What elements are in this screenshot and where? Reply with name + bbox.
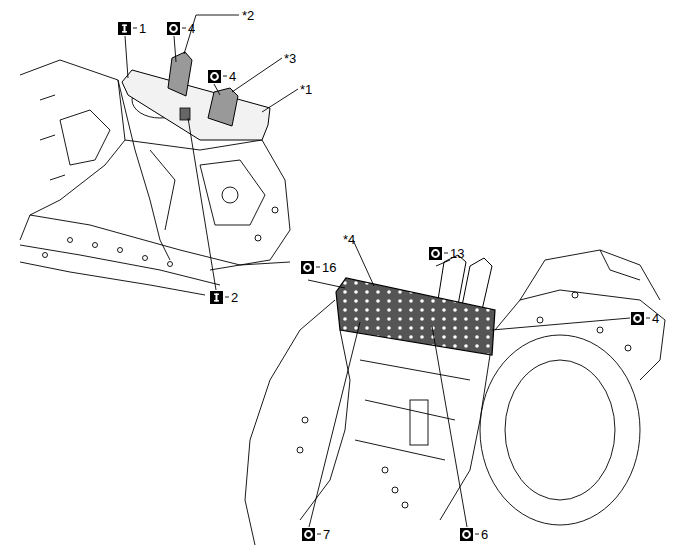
callout-number: 1 [139, 21, 146, 36]
callout-icons [118, 22, 644, 541]
lower-brace [336, 255, 495, 355]
part-marker: *1 [300, 82, 312, 97]
callout-number: 16 [322, 260, 336, 275]
callout-number: 4 [229, 69, 236, 84]
callout-number: 6 [481, 527, 488, 542]
callout-number: 13 [450, 246, 464, 261]
upper-left-body [20, 60, 290, 295]
callout-number: 4 [652, 311, 659, 326]
lower-right-body [245, 250, 665, 545]
callout-number: 7 [323, 527, 330, 542]
leader-lines [125, 15, 650, 534]
part-marker: *2 [242, 8, 254, 23]
upper-bracket [122, 52, 270, 140]
part-marker: *3 [284, 51, 296, 66]
callout-number: 4 [188, 21, 195, 36]
part-marker: *4 [343, 232, 355, 247]
callout-number: 2 [231, 290, 238, 305]
